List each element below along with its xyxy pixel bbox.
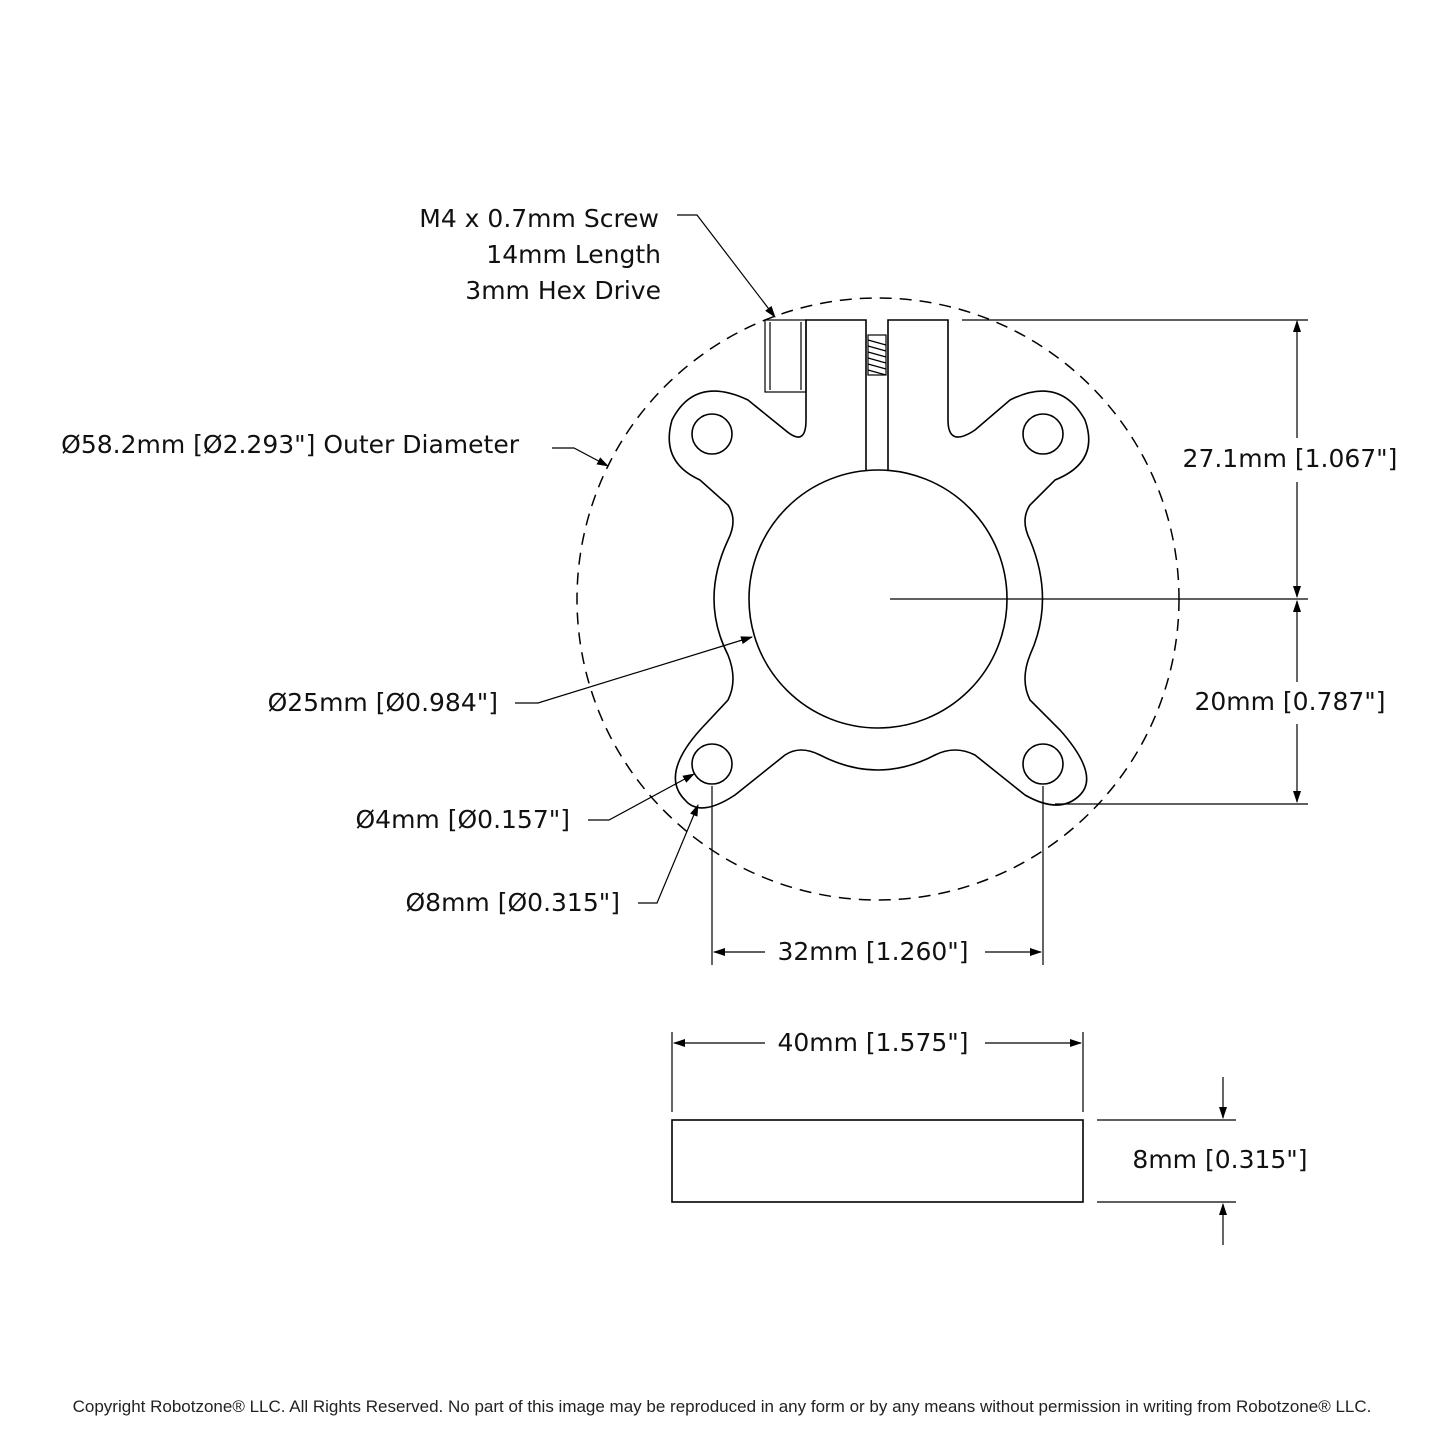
dim-width-label: 40mm [1.575"] — [777, 1028, 968, 1057]
mounting-hole-bottom-left — [691, 743, 733, 785]
copyright-footer: Copyright Robotzone® LLC. All Rights Res… — [73, 1397, 1372, 1416]
ear-leader — [638, 804, 699, 904]
hole-leader — [588, 773, 695, 821]
dim-width — [671, 1032, 1084, 1112]
screw-head — [764, 319, 807, 393]
dim-top-height-label: 27.1mm [1.067"] — [1183, 444, 1398, 473]
mounting-hole-top-left — [691, 413, 733, 455]
outer-diameter-leader — [552, 447, 609, 467]
screw-label-line-1: M4 x 0.7mm Screw — [419, 204, 659, 233]
side-view-body — [671, 1119, 1084, 1203]
outer-diameter-label: Ø58.2mm [Ø2.293"] Outer Diameter — [61, 430, 520, 459]
bore-leader — [515, 636, 753, 704]
mounting-hole-top-right — [1022, 413, 1064, 455]
dim-bottom-height-label: 20mm [0.787"] — [1194, 687, 1385, 716]
dim-hole-spacing-label: 32mm [1.260"] — [777, 937, 968, 966]
dim-hole-spacing — [711, 786, 1044, 965]
ear-label: Ø8mm [Ø0.315"] — [406, 888, 621, 917]
dim-thickness — [1097, 1077, 1236, 1245]
dim-top-height — [962, 319, 1308, 598]
mounting-hole-bottom-right — [1022, 743, 1064, 785]
hole-label: Ø4mm [Ø0.157"] — [356, 805, 571, 834]
screw-label-line-2: 14mm Length — [486, 240, 661, 269]
screw-label-line-3: 3mm Hex Drive — [465, 276, 661, 305]
screw-thread — [867, 334, 887, 376]
bore-label: Ø25mm [Ø0.984"] — [268, 688, 498, 717]
dim-thickness-label: 8mm [0.315"] — [1132, 1145, 1307, 1174]
dim-bottom-height — [1055, 600, 1308, 805]
screw-leader — [677, 214, 776, 318]
